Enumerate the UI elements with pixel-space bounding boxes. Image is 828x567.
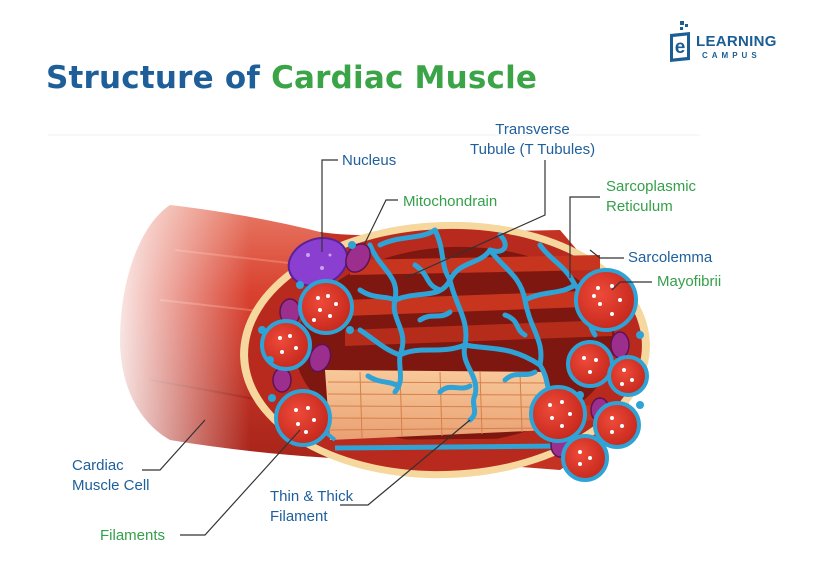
title-part-2: Cardiac Muscle	[271, 60, 538, 96]
title-part-1: Structure of	[46, 60, 261, 96]
leader-mitochondrain	[363, 199, 398, 246]
label-nucleus: Nucleus	[342, 152, 397, 169]
myofibril-cross-sections	[260, 268, 649, 482]
label-filaments: Filaments	[100, 527, 166, 544]
page-title: Structure of Cardiac Muscle	[46, 60, 537, 96]
label-mitochondrain: Mitochondrain	[403, 193, 498, 210]
myofibril-dots	[278, 284, 634, 466]
leader-lines	[142, 159, 652, 536]
leader-cardiac-muscle-cell	[142, 419, 206, 471]
logo-text-bottom: CAMPUS	[702, 51, 761, 60]
leader-transverse-tubule	[404, 160, 546, 279]
leader-sarcolemma	[589, 249, 624, 259]
leader-thin-thick-filament	[340, 419, 471, 506]
leader-filaments	[180, 429, 301, 536]
leader-sarcoplasmic-reticulum	[569, 196, 600, 278]
label-mayofibrii: Mayofibrii	[657, 273, 722, 290]
logo-text-top: LEARNING	[696, 33, 777, 50]
thin-thick-filament-panel	[318, 370, 561, 451]
label-sarcoplasmic-reticulum: Sarcoplasmic Reticulum	[606, 178, 697, 215]
logo-book-icon: e	[670, 21, 690, 62]
elearning-campus-logo: e LEARNING CAMPUS	[668, 20, 788, 66]
leader-nucleus	[321, 159, 338, 252]
label-cardiac-muscle-cell: Cardiac Muscle Cell	[72, 457, 150, 494]
leader-mayofibrii	[611, 281, 652, 291]
label-sarcolemma: Sarcolemma	[628, 249, 713, 266]
label-transverse-tubule: Transverse Tubule (T Tubules)	[470, 121, 596, 158]
tubule-ends	[258, 241, 644, 409]
label-thin-thick-filament: Thin & Thick Filament	[270, 488, 354, 525]
svg-text:e: e	[675, 37, 686, 58]
